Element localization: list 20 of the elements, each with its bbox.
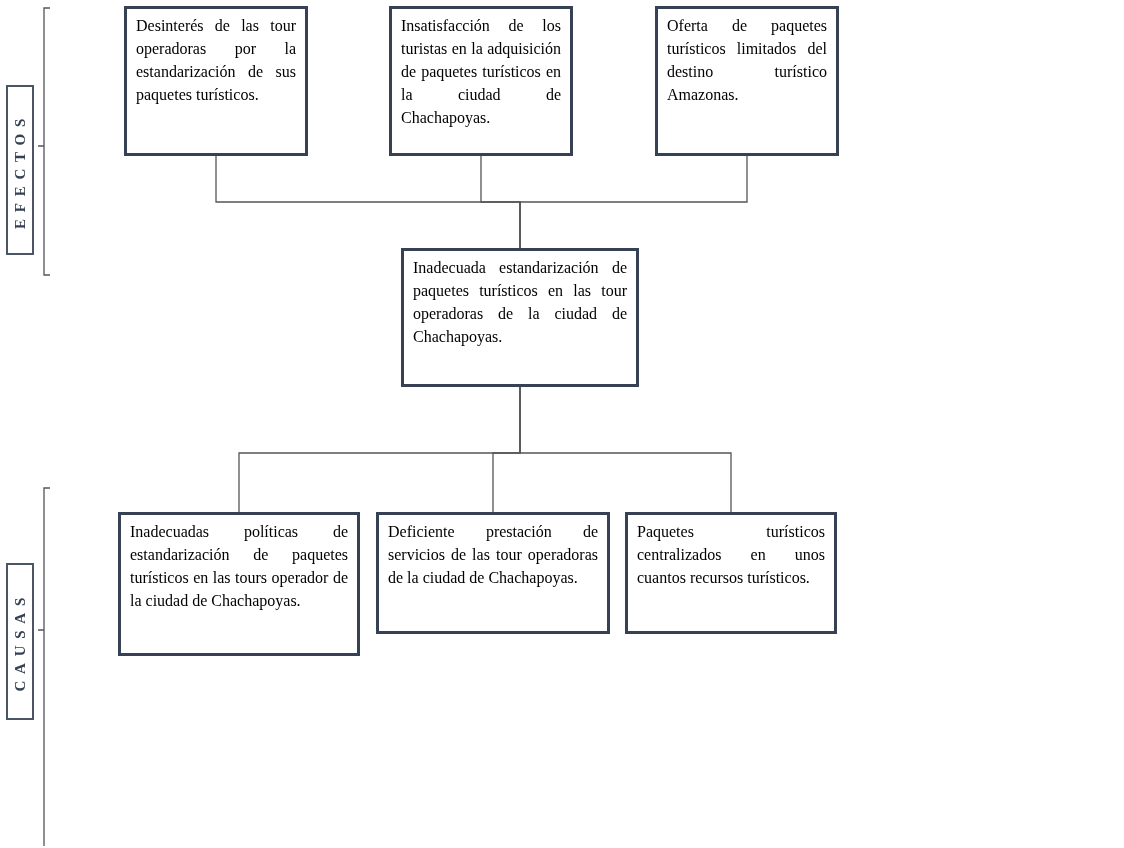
box-text: Deficiente prestación de servicios de las tour operadoras de la ciudad de Chachapoyas. [388, 522, 598, 589]
box-text: Insatisfacción de los turistas en la adquisición de paquetes turísticos en la ciudad de Chachapoyas. [401, 16, 561, 129]
text-box [389, 6, 573, 156]
vertical-label: CAUSAS [10, 591, 29, 692]
box-text: Desinterés de las tour operadoras por la estandarización de sus paquetes turísticos. [136, 16, 296, 106]
text-box [124, 6, 308, 156]
box-text: Inadecuadas políticas de estandarización de paquetes turísticos en las tours operador de la ciudad de Chachapoyas. [130, 522, 348, 612]
text-box [401, 248, 639, 387]
text-box [625, 512, 837, 634]
vertical-label: EFECTOS [10, 111, 29, 229]
box-text: Paquetes turísticos centralizados en unos cuantos recursos turísticos. [637, 522, 825, 588]
text-box [376, 512, 610, 634]
side-label-box [6, 563, 34, 720]
text-box [655, 6, 839, 156]
box-text: Inadecuada estandarización de paquetes turísticos en las tour operadoras de la ciudad de Chachapoyas. [413, 258, 627, 348]
side-label-box [6, 85, 34, 255]
connector-line [519, 155, 748, 249]
box-text: Oferta de paquetes turísticos limitados del destino turístico Amazonas. [667, 16, 827, 105]
connector-line [519, 386, 732, 513]
text-box [118, 512, 360, 656]
